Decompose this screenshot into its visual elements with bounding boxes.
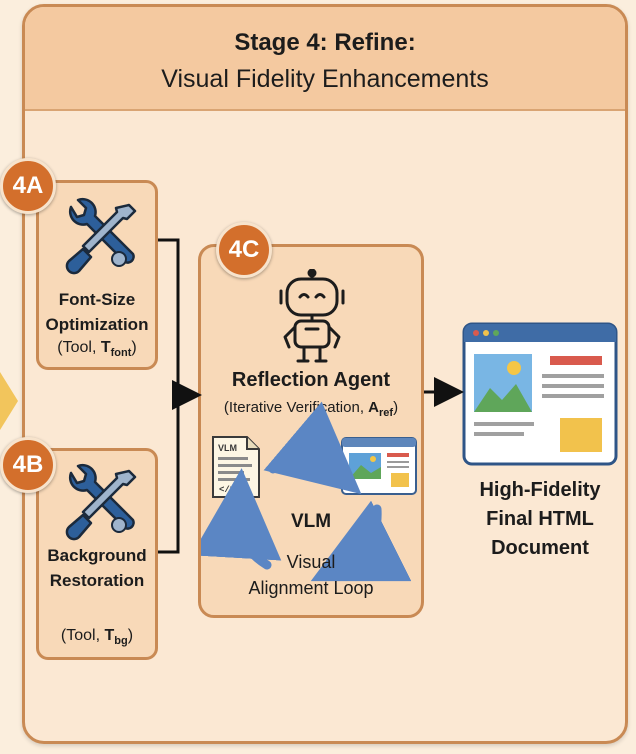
tool-label-line1: Background (47, 546, 147, 565)
loop-label: Visual Alignment Loop (248, 552, 374, 598)
background-restoration-box: Background Restoration (Tool, Tbg) (36, 448, 158, 660)
stage-title: Stage 4: Refine: (234, 29, 416, 56)
robot-icon (279, 269, 345, 363)
tool-font-notation: (Tool, Tfont) (57, 339, 137, 360)
browser-window-icon (462, 322, 618, 466)
output-label: High-Fidelity Final HTML Document (479, 479, 601, 559)
font-size-optimization-box: Font-Size Optimization (Tool, Tfont) (36, 180, 158, 370)
agent-title: Reflection Agent (231, 369, 391, 391)
stage-header: Stage 4: Refine: Visual Fidelity Enhance… (25, 7, 625, 111)
alignment-loop-arrows (201, 401, 412, 582)
badge-4b: 4B (0, 437, 56, 493)
wrench-screwdriver-icon (65, 463, 137, 541)
document-text: VLM (218, 443, 237, 453)
reflection-agent-box: Reflection Agent (Iterative Verification… (198, 244, 424, 618)
wrench-screwdriver-icon (65, 197, 137, 275)
tool-bg-notation: (Tool, Tbg) (60, 627, 134, 648)
tool-label-line1: Font-Size (58, 290, 136, 309)
tool-label-line2: Optimization (45, 315, 149, 334)
previous-stage-chevron (0, 372, 18, 430)
badge-4a: 4A (0, 158, 56, 214)
vlm-label: VLM (290, 511, 332, 532)
stage-subtitle: Visual Fidelity Enhancements (161, 65, 489, 93)
tool-label-line2: Restoration (49, 571, 145, 590)
badge-4c: 4C (216, 222, 272, 278)
